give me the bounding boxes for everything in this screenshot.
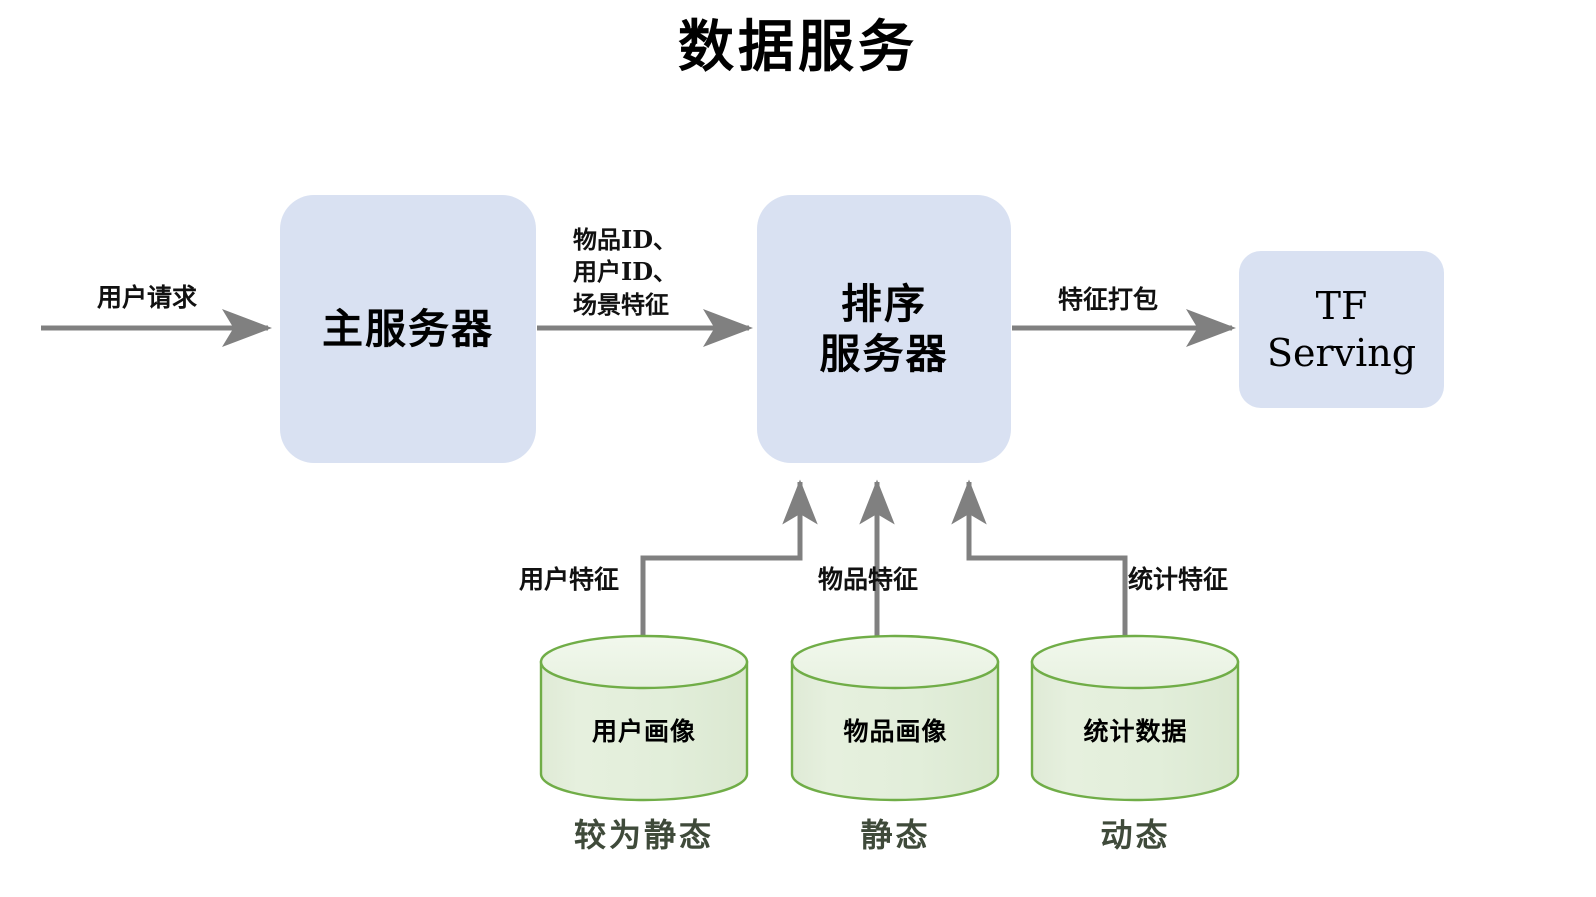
cylinder-user-profile [539,634,749,802]
store-label-item-profile: 物品画像 [843,717,948,746]
node-rank-server-label: 排序 服务器 [819,279,949,378]
edge-label-user-feature: 用户特征 [519,565,620,594]
node-main-server[interactable]: 主服务器 [280,195,536,463]
cylinder-item-profile [790,634,1000,802]
node-tf-serving[interactable]: TF Serving [1239,251,1444,408]
edge-label-feature-pack: 特征打包 [1058,285,1159,314]
cylinder-stat-data [1030,634,1240,802]
store-caption-user-profile: 较为静态 [573,816,714,854]
edge-label-stat-feature: 统计特征 [1128,565,1229,594]
edge-label-ids-scene: 物品ID、 用户ID、 场景特征 [573,225,678,319]
node-rank-server[interactable]: 排序 服务器 [757,195,1011,463]
node-main-server-label: 主服务器 [322,304,494,353]
store-caption-item-profile: 静态 [860,816,931,854]
arrow-stat-data-to-rank [951,479,1128,660]
edge-label-user-request: 用户请求 [97,283,198,312]
edge-label-item-feature: 物品特征 [818,565,919,594]
node-tf-serving-label: TF Serving [1266,284,1417,375]
store-label-user-profile: 用户画像 [591,717,696,746]
store-label-stat-data: 统计数据 [1083,717,1188,746]
page-title: 数据服务 [678,14,918,80]
store-caption-stat-data: 动态 [1100,816,1171,854]
arrow-user-profile-to-rank [640,479,818,660]
